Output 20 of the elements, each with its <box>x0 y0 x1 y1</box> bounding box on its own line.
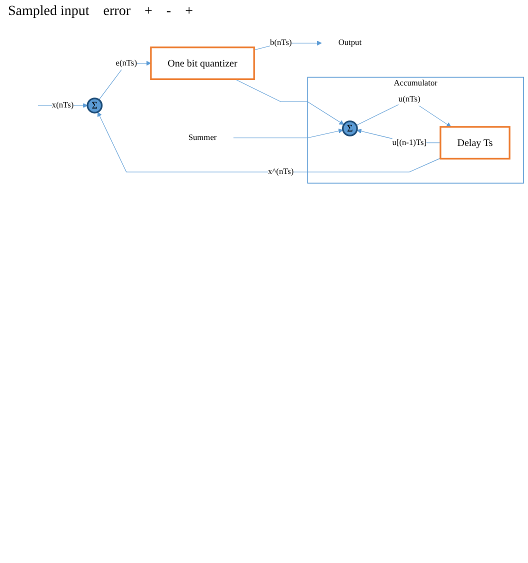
annotation-text: Sampled input <box>8 4 90 20</box>
annotation-text: - <box>166 4 172 20</box>
edge-label: x^(nTs) <box>268 167 294 176</box>
annotation-text: + <box>144 4 152 20</box>
annotation-text: + <box>185 4 193 20</box>
edge-label: u[(n-1)Ts] <box>392 138 427 148</box>
arrow <box>98 60 152 100</box>
edge-label: u(nTs) <box>398 94 420 104</box>
annotation-text: error <box>103 4 130 20</box>
node-text: Summer <box>188 133 217 142</box>
node-circle: Σ <box>342 120 358 136</box>
edge-label: x(nTs) <box>52 100 74 110</box>
arrow <box>233 128 344 138</box>
node-circle: Σ <box>86 98 103 114</box>
node-text: Output <box>338 38 362 48</box>
node-box: One bit quantizer <box>150 46 255 80</box>
edge-label: b(nTs) <box>270 38 292 48</box>
node-box: Delay Ts <box>440 126 510 160</box>
arrow <box>234 78 344 125</box>
edge-label: e(nTs) <box>116 58 137 68</box>
